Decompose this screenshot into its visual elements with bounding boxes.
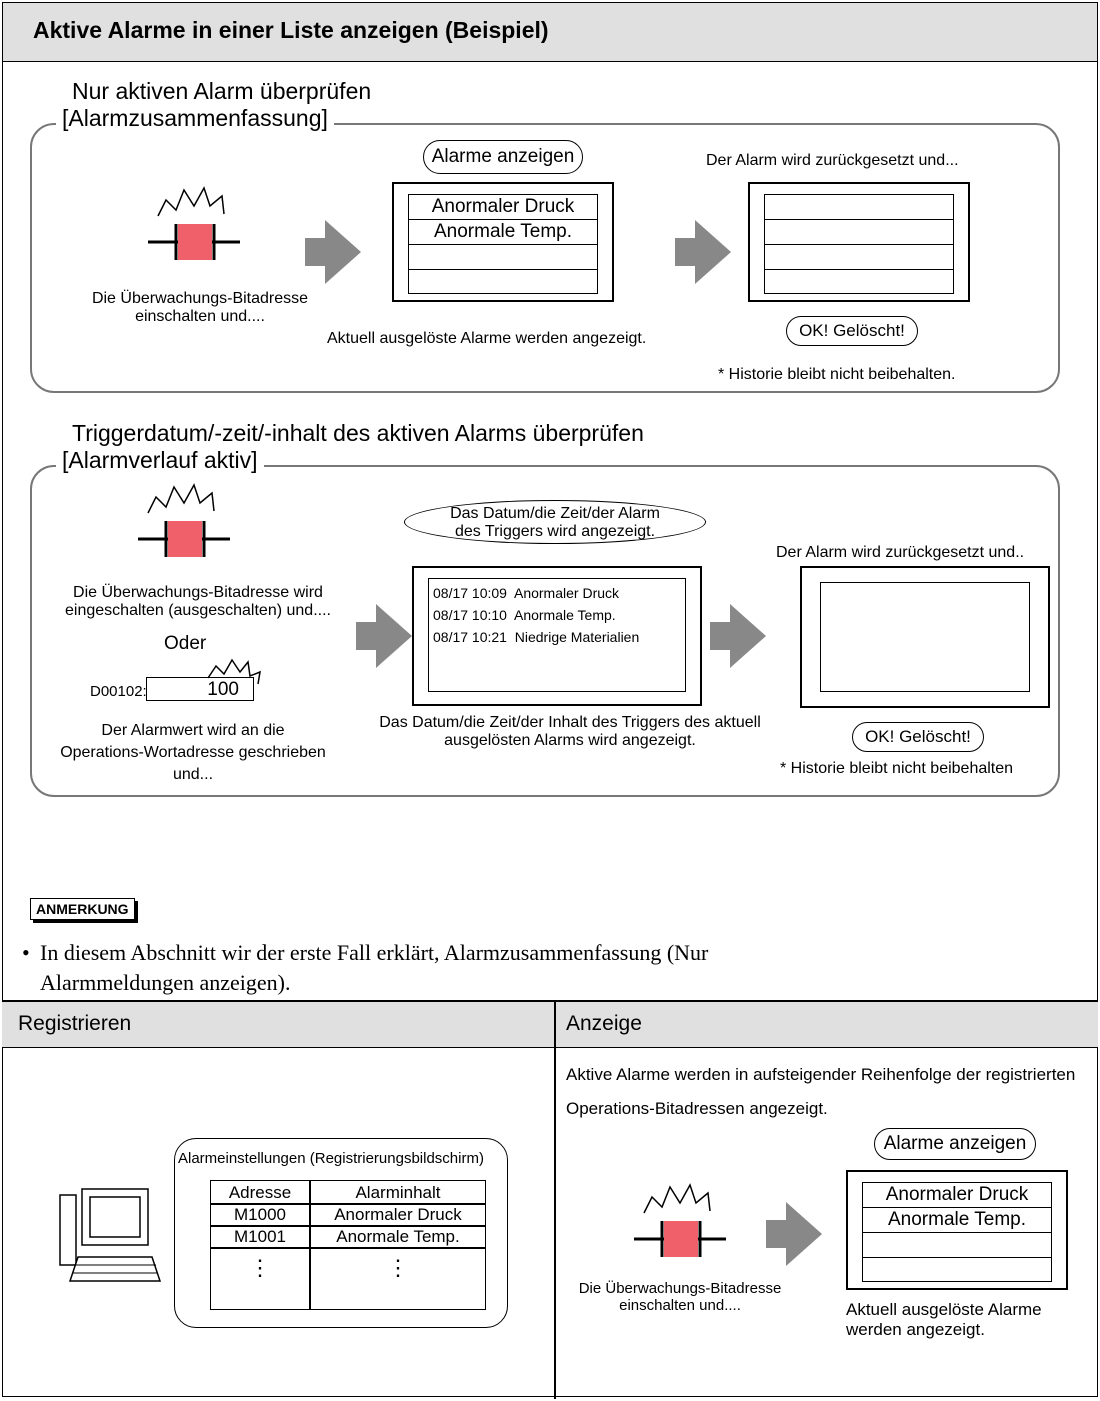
cleared-bubble: OK! Gelöscht! bbox=[852, 722, 984, 752]
alarm-list: Anormaler Druck Anormale Temp. bbox=[862, 1182, 1052, 1282]
list-item bbox=[765, 220, 953, 245]
registration-title: Alarmeinstellungen (Registrierungsbildsc… bbox=[178, 1150, 484, 1167]
section2-step2-label: Das Datum/die Zeit/der Inhalt des Trigge… bbox=[379, 714, 761, 749]
section2-bubble: Das Datum/die Zeit/der Alarm des Trigger… bbox=[404, 500, 706, 544]
section2-heading: Triggerdatum/-zeit/-inhalt des aktiven A… bbox=[72, 420, 644, 446]
display-screen: Anormaler Druck Anormale Temp. bbox=[846, 1170, 1068, 1290]
table-header-display: Anzeige bbox=[566, 1012, 642, 1035]
value-text: 100 bbox=[207, 679, 239, 700]
arrow-icon bbox=[710, 604, 766, 668]
section2-step3-top: Der Alarm wird zurückgesetzt und.. bbox=[776, 544, 1025, 561]
section2-step1b-label: Der Alarmwert wird an die Operations-Wor… bbox=[60, 722, 326, 783]
list-item: Anormaler Druck bbox=[409, 195, 597, 220]
section1-bubble: Alarme anzeigen bbox=[423, 140, 583, 174]
section2-note: * Historie bleibt nicht beibehalten bbox=[780, 760, 1014, 777]
list-item: Anormale Temp. bbox=[409, 220, 597, 245]
section1-heading: Nur aktiven Alarm überprüfen bbox=[72, 78, 372, 104]
arrow-icon bbox=[356, 604, 412, 668]
value-burst-icon bbox=[207, 658, 261, 685]
table-cell: M1001 bbox=[234, 1227, 286, 1246]
alarm-lamp-icon bbox=[148, 186, 240, 260]
address-label: D00102: bbox=[90, 683, 147, 700]
table-header-row bbox=[2, 1002, 1098, 1048]
section2-screen: 08/17 10:09 Anormaler Druck 08/17 10:10 … bbox=[412, 566, 702, 706]
page-header: Aktive Alarme in einer Liste anzeigen (B… bbox=[2, 2, 1098, 62]
table-cell: Anormale Temp. bbox=[336, 1227, 460, 1246]
section1-screen-cleared bbox=[748, 182, 970, 302]
computer-icon bbox=[59, 1188, 162, 1282]
section1-box bbox=[30, 123, 1060, 393]
history-row: 08/17 10:09 Anormaler Druck bbox=[433, 585, 620, 601]
table-cell: Anormaler Druck bbox=[334, 1205, 462, 1224]
list-item bbox=[765, 195, 953, 220]
table-header-register: Registrieren bbox=[18, 1012, 132, 1035]
ellipsis: ⋮ bbox=[249, 1255, 271, 1280]
arrow-icon bbox=[305, 220, 361, 284]
alarm-list: Anormaler Druck Anormale Temp. bbox=[408, 194, 598, 294]
table-cell: M1000 bbox=[234, 1205, 286, 1224]
section1-step3-top: Der Alarm wird zurückgesetzt und... bbox=[706, 152, 959, 169]
note-label: ANMERKUNG bbox=[30, 898, 135, 920]
ellipsis: ⋮ bbox=[387, 1255, 409, 1280]
section2-box bbox=[30, 465, 1060, 797]
list-item bbox=[765, 245, 953, 270]
value-field: 100 bbox=[146, 677, 254, 701]
section1-title: [Alarmzusammenfassung] bbox=[56, 105, 334, 132]
alarm-lamp-icon bbox=[138, 483, 230, 557]
history-row: 08/17 10:21 Niedrige Materialien bbox=[433, 629, 640, 645]
alarm-lamp-icon bbox=[634, 1183, 726, 1257]
list-item bbox=[409, 245, 597, 270]
arrow-icon bbox=[766, 1202, 822, 1266]
list-item: Anormaler Druck bbox=[863, 1183, 1051, 1208]
note-text-line2: Alarmmeldungen anzeigen). bbox=[40, 970, 291, 995]
note-text-line1: In diesem Abschnitt wir der erste Fall e… bbox=[40, 940, 709, 965]
display-step-label: Die Überwachungs-Bitadresse einschalten … bbox=[578, 1280, 782, 1314]
arrow-icon bbox=[675, 220, 731, 284]
reg-header-content: Alarminhalt bbox=[355, 1183, 441, 1202]
display-description: Aktive Alarme werden in aufsteigender Re… bbox=[566, 1065, 1076, 1118]
empty-alarm-list bbox=[764, 194, 954, 294]
history-list: 08/17 10:09 Anormaler Druck 08/17 10:10 … bbox=[428, 578, 686, 692]
cleared-bubble: OK! Gelöscht! bbox=[786, 316, 918, 346]
history-row: 08/17 10:10 Anormale Temp. bbox=[433, 607, 616, 623]
section2-title: [Alarmverlauf aktiv] bbox=[56, 447, 264, 474]
note-bullet: • bbox=[22, 940, 30, 965]
registration-bubble bbox=[174, 1138, 508, 1328]
section2-step1-label: Die Überwachungs-Bitadresse wird eingesc… bbox=[65, 584, 331, 619]
list-item bbox=[863, 1233, 1051, 1258]
table-divider bbox=[554, 1002, 556, 1399]
section1-note: * Historie bleibt nicht beibehalten. bbox=[718, 366, 956, 383]
or-label: Oder bbox=[164, 633, 207, 654]
list-item: Anormale Temp. bbox=[863, 1208, 1051, 1233]
section2-screen-cleared bbox=[800, 566, 1050, 708]
reg-header-address: Adresse bbox=[228, 1183, 292, 1202]
table-top-border bbox=[2, 1000, 1098, 1002]
section1-screen: Anormaler Druck Anormale Temp. bbox=[392, 182, 614, 302]
page-title: Aktive Alarme in einer Liste anzeigen (B… bbox=[33, 17, 549, 43]
empty-history-list bbox=[820, 582, 1030, 692]
display-caption: Aktuell ausgelöste Alarme werden angezei… bbox=[846, 1300, 1042, 1339]
section1-step1-label: Die Überwachungs-Bitadresse einschalten … bbox=[91, 290, 309, 325]
section1-step2-label: Aktuell ausgelöste Alarme werden angezei… bbox=[327, 330, 647, 347]
display-bubble: Alarme anzeigen bbox=[874, 1128, 1036, 1160]
registration-table: Adresse Alarminhalt M1000 Anormaler Druc… bbox=[210, 1180, 486, 1310]
